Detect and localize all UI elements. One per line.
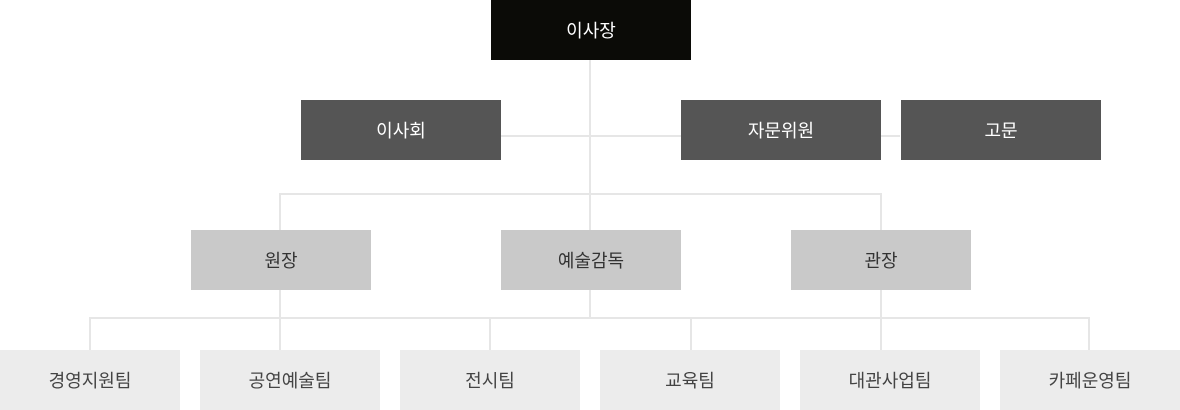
node-artistic-director: 예술감독 (501, 230, 681, 290)
node-advisor: 고문 (901, 100, 1101, 160)
node-board: 이사회 (301, 100, 501, 160)
connector-team-4 (690, 317, 692, 350)
node-team-cafe: 카페운영팀 (1000, 350, 1180, 410)
connector-team-2 (279, 317, 281, 350)
node-team-education: 교육팀 (600, 350, 780, 410)
connector-director-right-down (880, 290, 882, 318)
node-team-rental: 대관사업팀 (800, 350, 980, 410)
node-chairman: 이사장 (491, 0, 691, 60)
connector-director-right (880, 193, 882, 230)
node-team-management: 경영지원팀 (0, 350, 180, 410)
connector-director-left (279, 193, 281, 230)
connector-team-3 (489, 317, 491, 350)
node-curator: 관장 (791, 230, 971, 290)
node-director: 원장 (191, 230, 371, 290)
connector-director-left-down (279, 290, 281, 318)
connector-trunk (589, 60, 591, 318)
connector-team-5 (880, 317, 882, 350)
node-team-exhibition: 전시팀 (400, 350, 580, 410)
connector-team-1 (89, 317, 91, 350)
connector-directors-row (279, 193, 882, 195)
node-advisory-committee: 자문위원 (681, 100, 881, 160)
connector-team-6 (1088, 317, 1090, 350)
connector-teams-row (89, 317, 1090, 319)
node-team-performing-arts: 공연예술팀 (200, 350, 380, 410)
